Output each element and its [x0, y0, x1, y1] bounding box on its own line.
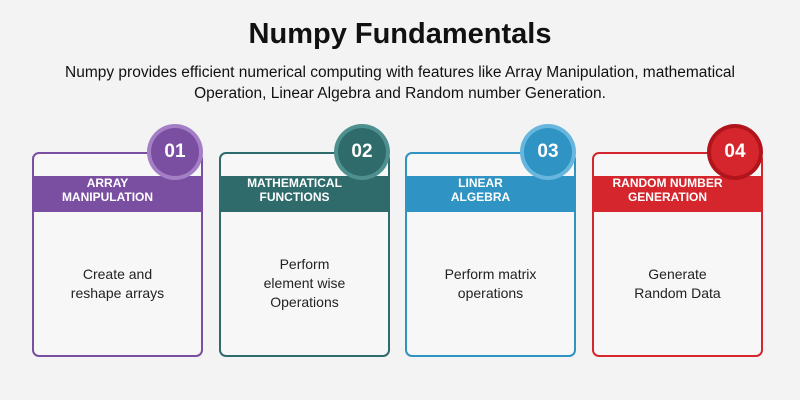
- card-header: ARRAY MANIPULATION: [32, 176, 203, 212]
- card-linear-algebra: LINEAR ALGEBRA 03 Perform matrix operati…: [405, 124, 576, 357]
- card-array-manipulation: ARRAY MANIPULATION 01 Create and reshape…: [32, 124, 203, 357]
- page-title: Numpy Fundamentals: [248, 18, 552, 50]
- number-badge: 01: [147, 124, 203, 180]
- number-badge: 02: [334, 124, 390, 180]
- page-subtitle: Numpy provides efficient numerical compu…: [65, 64, 735, 102]
- card-header: LINEAR ALGEBRA: [405, 176, 576, 212]
- card-mathematical-functions: MATHEMATICAL FUNCTIONS 02 Perform elemen…: [219, 124, 390, 357]
- badge-number: 02: [338, 128, 386, 176]
- card-heading: LINEAR ALGEBRA: [450, 176, 511, 204]
- card-random-number-generation: RANDOM NUMBER GENERATION 04 Generate Ran…: [592, 124, 763, 357]
- number-badge: 04: [707, 124, 763, 180]
- card-heading: ARRAY MANIPULATION: [61, 176, 154, 204]
- card-description: Generate Random Data: [634, 265, 721, 301]
- card-heading: RANDOM NUMBER GENERATION: [612, 176, 723, 204]
- card-header: MATHEMATICAL FUNCTIONS: [219, 176, 390, 212]
- card-header: RANDOM NUMBER GENERATION: [592, 176, 763, 212]
- badge-number: 01: [151, 128, 199, 176]
- number-badge: 03: [520, 124, 576, 180]
- card-heading: MATHEMATICAL FUNCTIONS: [247, 176, 342, 204]
- card-description: Perform element wise Operations: [263, 256, 346, 310]
- badge-number: 03: [524, 128, 572, 176]
- card-description: Create and reshape arrays: [70, 265, 165, 301]
- badge-number: 04: [711, 128, 759, 176]
- card-description: Perform matrix operations: [444, 265, 537, 301]
